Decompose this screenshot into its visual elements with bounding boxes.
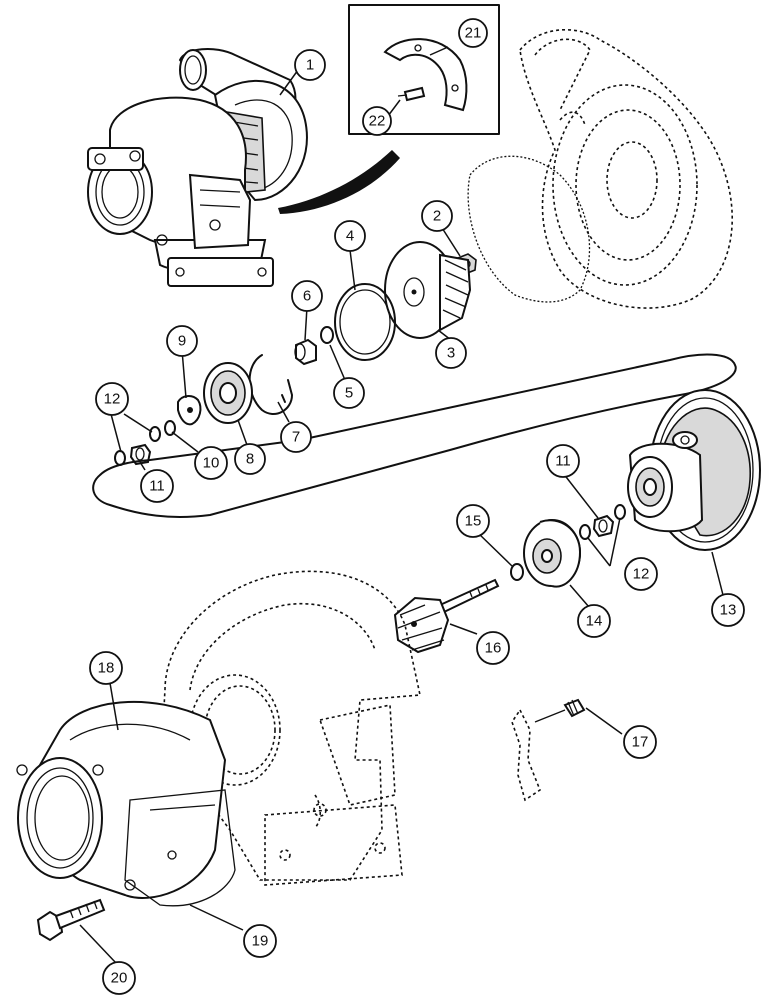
- callout-1: 1: [294, 49, 326, 81]
- callout-12-right-label: 12: [633, 566, 650, 583]
- callout-21-label: 21: [465, 25, 482, 42]
- callout-2-label: 2: [433, 208, 441, 225]
- callout-22-label: 22: [369, 113, 386, 130]
- callout-8: 8: [234, 443, 266, 475]
- callout-11-right-label: 11: [555, 453, 571, 470]
- compressor-cover-outline: [467, 29, 733, 309]
- callout-9-label: 9: [178, 333, 186, 350]
- callout-19-label: 19: [252, 933, 269, 950]
- shaft-tray-outline: [92, 353, 737, 518]
- leader-lines: [79, 46, 724, 964]
- upper-parts-row: [114, 241, 477, 466]
- callout-6-label: 6: [303, 288, 311, 305]
- callout-4: 4: [334, 220, 366, 252]
- bolt: [36, 898, 106, 942]
- callout-13: 13: [711, 593, 745, 627]
- callout-5-label: 5: [345, 385, 353, 402]
- callout-7-label: 7: [292, 429, 300, 446]
- center-housing: [627, 389, 761, 551]
- callout-9: 9: [166, 325, 198, 357]
- callout-20-label: 20: [111, 970, 128, 987]
- callout-11-left-label: 11: [149, 478, 165, 495]
- callout-15-label: 15: [465, 513, 482, 530]
- callout-18-label: 18: [98, 660, 115, 677]
- inset-detail-box: [348, 4, 500, 135]
- turbocharger-assembly: [87, 48, 400, 287]
- callout-19: 19: [243, 924, 277, 958]
- callout-17: 17: [623, 725, 657, 759]
- callout-6: 6: [291, 280, 323, 312]
- callout-13-label: 13: [720, 602, 737, 619]
- callout-3-label: 3: [447, 345, 455, 362]
- callout-21: 21: [458, 18, 488, 48]
- callout-11-left: 11: [140, 469, 174, 503]
- callout-18: 18: [89, 651, 123, 685]
- callout-10-label: 10: [203, 455, 220, 472]
- callout-14: 14: [577, 604, 611, 638]
- callout-15: 15: [456, 504, 490, 538]
- callout-3: 3: [435, 337, 467, 369]
- callout-2: 2: [421, 200, 453, 232]
- bracket-outline: [511, 698, 586, 802]
- callout-16: 16: [476, 631, 510, 665]
- callout-11-right: 11: [546, 444, 580, 478]
- callout-8-label: 8: [246, 451, 254, 468]
- callout-14-label: 14: [586, 613, 603, 630]
- callout-22: 22: [362, 106, 392, 136]
- callout-4-label: 4: [346, 228, 354, 245]
- callout-1-label: 1: [306, 57, 314, 74]
- callout-12-left-label: 12: [104, 391, 121, 408]
- callout-16-label: 16: [485, 640, 502, 657]
- callout-5: 5: [333, 377, 365, 409]
- callout-12-left: 12: [95, 382, 129, 416]
- callout-7: 7: [280, 421, 312, 453]
- exhaust-outlet: [16, 700, 236, 907]
- callout-17-label: 17: [632, 734, 649, 751]
- callout-20: 20: [102, 961, 136, 995]
- callout-12-right: 12: [624, 557, 658, 591]
- callout-10: 10: [194, 446, 228, 480]
